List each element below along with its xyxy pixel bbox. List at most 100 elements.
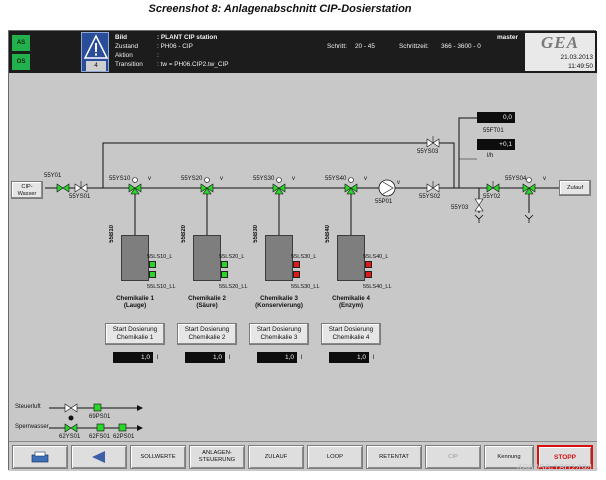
warning-box[interactable]: 4: [81, 32, 109, 72]
schritt-label: Schritt:: [327, 43, 347, 50]
aktion-key: Aktion: [115, 52, 133, 59]
valve-state-ys04: v: [543, 176, 546, 182]
schritt-value: 20 - 45: [355, 43, 375, 50]
level-switch-3: [293, 261, 300, 268]
zulauf-target[interactable]: Zulauf: [559, 180, 591, 196]
ls-label-3: 55LS30_L: [291, 254, 317, 260]
dose-value-4[interactable]: 1,0: [329, 352, 369, 363]
cip-button[interactable]: CIP: [425, 445, 481, 469]
logo-text: GEA: [541, 33, 579, 52]
steuerluft-label: Steuerluft: [15, 404, 41, 410]
loop-button[interactable]: LOOP: [307, 445, 363, 469]
start-dosing-label-1: Start Dosierung: [112, 326, 158, 333]
level-switch-4: [365, 261, 372, 268]
os-button[interactable]: OS: [12, 54, 30, 70]
tank-tag-1: 55B10: [109, 225, 115, 243]
kennung-button[interactable]: Kennung: [484, 445, 534, 469]
tank-tag-4: 55B40: [325, 225, 331, 243]
page-caption: Screenshot 8: Anlagenabschnitt CIP-Dosie…: [148, 3, 412, 15]
level-switch-3-low: [293, 271, 300, 278]
dose-value-2[interactable]: 1,0: [185, 352, 225, 363]
flow-unit: l/h: [487, 153, 494, 159]
flow-display-2: +0,1: [477, 139, 515, 150]
start-dosing-chem-3: Chemikalie 3: [260, 334, 298, 341]
bild-key: Bild: [115, 34, 128, 41]
start-dosing-button-4[interactable]: Start Dosierung Chemikalie 4: [321, 323, 381, 345]
as-button[interactable]: AS: [12, 35, 30, 51]
retentat-button[interactable]: RETENTAT: [366, 445, 422, 469]
gea-logo: GEA 21.03.2013 11:49:50: [525, 33, 595, 71]
schrittzeit-value: 366 - 3600 - 0: [441, 43, 481, 50]
dose-unit-2: l: [229, 354, 231, 361]
sollwerte-button[interactable]: SOLLWERTE: [130, 445, 186, 469]
time-display: 11:49:50: [568, 63, 593, 70]
date-display: 21.03.2013: [560, 54, 593, 61]
valve-state-ys30: v: [292, 176, 295, 182]
user-name: master: [497, 34, 518, 41]
print-button[interactable]: [12, 445, 68, 469]
tank-55b30: [265, 235, 293, 281]
schrittzeit-label: Schrittzeit:: [399, 43, 429, 50]
valve-state-ys40: v: [364, 176, 367, 182]
level-switch-2: [221, 261, 228, 268]
level-switch-4-low: [365, 271, 372, 278]
warning-count: 4: [94, 62, 98, 69]
chem-sub-4: (Enzym): [338, 302, 364, 309]
tank-55b20: [193, 235, 221, 281]
zustand-key: Zustand: [115, 43, 139, 50]
level-switch-2-low: [221, 271, 228, 278]
ls-label-2: 55LS20_L: [219, 254, 245, 260]
valve-label-55ys01: 55YS01: [69, 194, 91, 200]
chem-sub-2: (Säure): [196, 302, 218, 309]
start-dosing-button-2[interactable]: Start Dosierung Chemikalie 2: [177, 323, 237, 345]
dose-unit-4: l: [373, 354, 375, 361]
ls-label-1: 55LS10_L: [147, 254, 173, 260]
warning-icon: [83, 34, 109, 71]
tank-55b10: [121, 235, 149, 281]
start-dosing-label-3: Start Dosierung: [256, 326, 302, 333]
valve-label-55ys40: 55YS40: [325, 176, 347, 182]
anlagen-steuerung-button[interactable]: ANLAGEN- STEUERUNG: [189, 445, 245, 469]
start-dosing-label-4: Start Dosierung: [328, 326, 374, 333]
valve-label-55ys30: 55YS30: [253, 176, 275, 182]
tank-tag-2: 55B20: [181, 225, 187, 243]
start-dosing-button-3[interactable]: Start Dosierung Chemikalie 3: [249, 323, 309, 345]
zustand-value: : PH06 - CIP: [157, 43, 193, 50]
valve-label-55ys02: 55YS02: [419, 194, 441, 200]
tank-tag-3: 55B30: [253, 225, 259, 243]
transition-value: : tw = PH06.CIP2.tw_CIP: [157, 61, 229, 68]
sperrwasser-label: Sperrwasser: [15, 424, 49, 430]
lsl-label-4: 55LS40_LL: [363, 284, 392, 290]
dose-unit-3: l: [301, 354, 303, 361]
cip-wasser-source[interactable]: CIP- Wasser: [11, 181, 43, 199]
chem-name-2: Chemikalie 2: [188, 295, 226, 302]
chem-name-4: Chemikalie 4: [332, 295, 370, 302]
flow-display-1: 0,0: [477, 112, 515, 123]
ls-label-4: 55LS40_L: [363, 254, 389, 260]
valve-state-ys20: v: [220, 176, 223, 182]
start-dosing-chem-4: Chemikalie 4: [332, 334, 370, 341]
watermark: 486056-18024946: [516, 463, 598, 474]
dose-value-3[interactable]: 1,0: [257, 352, 297, 363]
ps-label-62fs01: 62FS01: [89, 434, 111, 440]
lsl-label-1: 55LS10_LL: [147, 284, 176, 290]
ps-label-62ps01: 62PS01: [113, 434, 135, 440]
start-dosing-chem-2: Chemikalie 2: [188, 334, 226, 341]
piping-diagram: [45, 117, 577, 433]
dose-value-1[interactable]: 1,0: [113, 352, 153, 363]
start-dosing-button-1[interactable]: Start Dosierung Chemikalie 1: [105, 323, 165, 345]
valve-label-55ys03: 55YS03: [417, 149, 439, 155]
valve-label-55ys20: 55YS20: [181, 176, 203, 182]
hmi-screen: AS OS 4 Bild : PLANT CIP station Zustand…: [8, 30, 597, 471]
header-bar: AS OS 4 Bild : PLANT CIP station Zustand…: [9, 31, 597, 73]
zulauf-button[interactable]: ZULAUF: [248, 445, 304, 469]
printer-icon: [31, 451, 49, 463]
pump-state: v: [397, 180, 400, 186]
transition-key: Transition: [115, 61, 143, 68]
chem-sub-3: (Konservierung): [255, 302, 303, 309]
stopp-button[interactable]: STOPP: [537, 445, 593, 469]
process-area: CIP- Wasser Zulauf 55Y01 55YS01 55YS03 5…: [9, 73, 597, 441]
back-button[interactable]: [71, 445, 127, 469]
flow-tag: 55FT01: [483, 128, 504, 134]
start-dosing-chem-1: Chemikalie 1: [116, 334, 154, 341]
